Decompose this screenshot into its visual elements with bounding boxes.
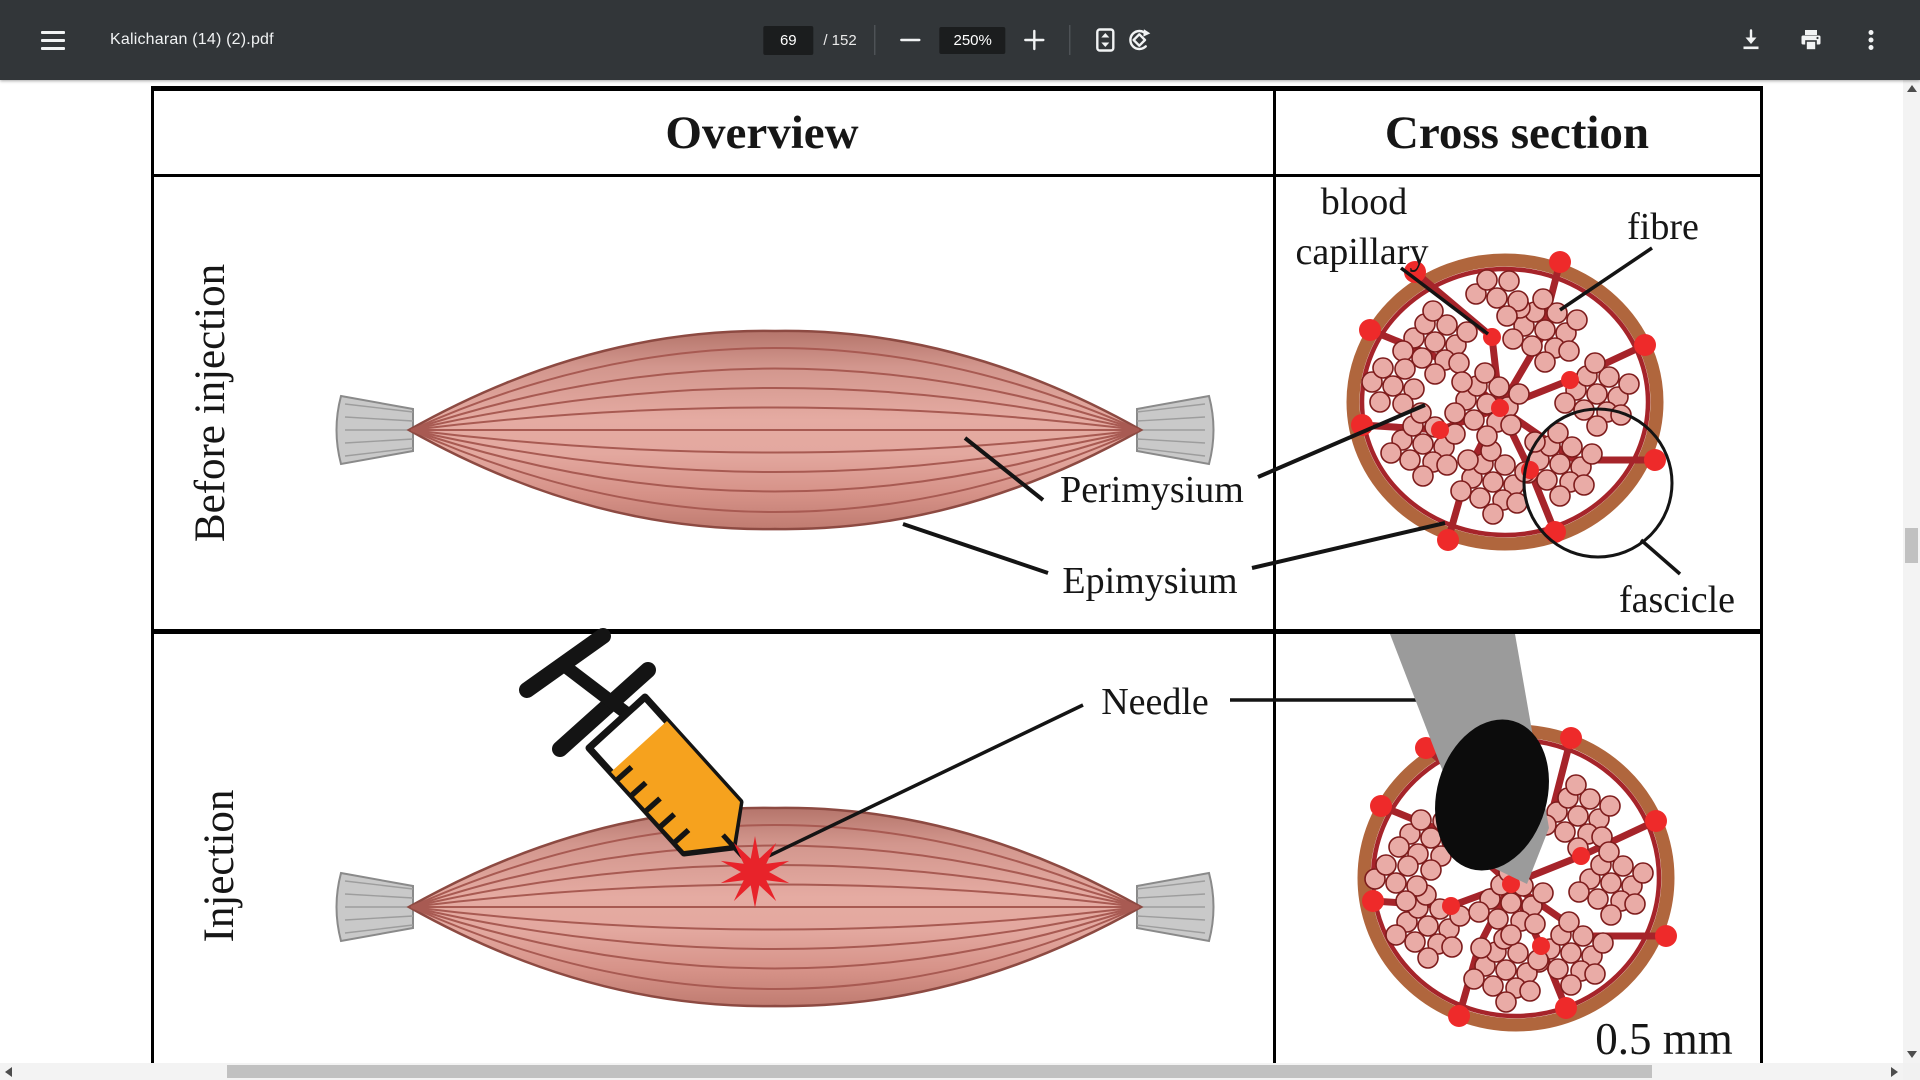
label-fascicle: fascicle <box>1619 579 1735 621</box>
zoom-in-button[interactable] <box>1018 23 1052 57</box>
pdf-page-figure: Overview Cross section Before injection … <box>151 86 1763 1063</box>
zoom-out-button[interactable] <box>894 23 928 57</box>
toolbar-divider <box>874 25 876 55</box>
more-options-button[interactable] <box>1854 23 1888 57</box>
label-blood-capillary-line1: blood <box>1321 181 1408 223</box>
label-epimysium: Epimysium <box>1062 560 1237 602</box>
vertical-scrollbar[interactable] <box>1903 80 1920 1063</box>
fascicle-highlight-circle <box>1522 407 1674 559</box>
toolbar-center-controls: / 152 250% <box>763 23 1156 57</box>
plus-icon <box>1024 29 1045 51</box>
muscle-overview-injection <box>335 806 1215 1008</box>
scroll-down-icon[interactable] <box>1907 1051 1917 1058</box>
fit-to-page-button[interactable] <box>1089 23 1123 57</box>
column-header-overview: Overview <box>665 107 858 159</box>
figure-table-borders <box>151 86 1763 1063</box>
rotate-button[interactable] <box>1123 23 1157 57</box>
row-header-before-injection: Before injection <box>187 264 234 542</box>
print-icon <box>1801 30 1821 51</box>
label-blood-capillary-line2: capillary <box>1296 231 1429 273</box>
document-title: Kalicharan (14) (2).pdf <box>110 31 274 48</box>
scroll-up-icon[interactable] <box>1907 85 1917 92</box>
label-fibre: fibre <box>1627 206 1699 248</box>
cross-section-before <box>1346 251 1666 551</box>
column-header-cross-section: Cross section <box>1385 107 1649 159</box>
label-scale-bar: 0.5 mm <box>1595 1014 1733 1063</box>
page-number-input[interactable] <box>763 25 814 55</box>
cross-section-injection <box>1357 634 1677 1032</box>
pdf-viewer-toolbar: Kalicharan (14) (2).pdf / 152 250% <box>0 0 1920 80</box>
menu-icon[interactable] <box>36 23 70 57</box>
print-button[interactable] <box>1794 23 1828 57</box>
horizontal-scrollbar[interactable] <box>0 1063 1903 1080</box>
toolbar-divider <box>1069 25 1071 55</box>
page-count-label: / 152 <box>823 31 857 49</box>
zoom-level-value[interactable]: 250% <box>939 26 1006 54</box>
toolbar-right-controls <box>1734 23 1920 57</box>
minus-icon <box>900 38 921 42</box>
label-perimysium: Perimysium <box>1060 469 1244 511</box>
muscle-overview-before <box>335 329 1215 531</box>
pdf-page: Overview Cross section Before injection … <box>0 80 1903 1063</box>
leader-lines <box>751 246 1682 866</box>
kebab-menu-icon <box>1868 30 1874 50</box>
fit-page-icon <box>1096 28 1115 52</box>
horizontal-scrollbar-thumb[interactable] <box>227 1065 1652 1078</box>
scrollbar-corner <box>1903 1063 1920 1080</box>
scroll-left-icon[interactable] <box>5 1067 12 1077</box>
vertical-scrollbar-thumb[interactable] <box>1905 528 1918 563</box>
download-icon <box>1743 29 1759 50</box>
syringe <box>519 628 790 908</box>
scroll-right-icon[interactable] <box>1891 1067 1898 1077</box>
rotate-counterclockwise-icon <box>1129 29 1151 51</box>
label-needle: Needle <box>1101 681 1209 723</box>
download-button[interactable] <box>1734 23 1768 57</box>
row-header-injection: Injection <box>196 790 243 943</box>
